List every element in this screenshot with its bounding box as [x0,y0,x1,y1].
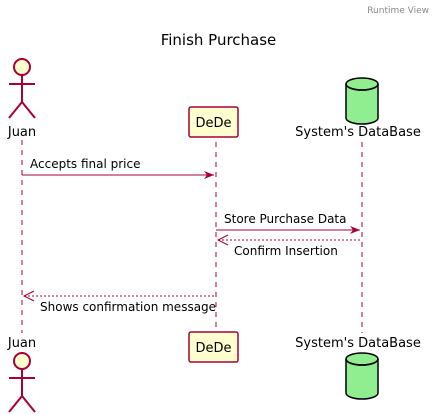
participant-box-dede-top [188,106,239,138]
participant-label-dede-bottom: DeDe [195,341,231,356]
message-label: Store Purchase Data [224,212,347,226]
header-caption: Runtime View [367,6,429,16]
participant-db-bottom: System's DataBase [295,336,421,400]
message-label: Confirm Insertion [234,244,338,258]
message-confirm-insertion: Confirm Insertion [216,234,362,258]
arrowhead-icon [204,171,214,179]
arrowhead-icon [350,226,360,234]
participant-box-dede-bottom [188,331,239,363]
message-shows-confirmation: Shows confirmation message [22,290,216,314]
participant-label-db-top: System's DataBase [295,125,421,140]
open-arrowhead-icon [22,290,35,302]
participant-label-juan-bottom: Juan [7,336,36,351]
actor-juan-bottom: Juan [7,336,36,413]
message-accepts-final-price: Accepts final price [22,157,214,179]
participant-label-juan-top: Juan [7,125,36,140]
participant-label-db-bottom: System's DataBase [295,336,421,351]
participant-dede-top: DeDe [188,106,239,138]
database-cylinder-icon [345,77,379,125]
participant-label-dede-top: DeDe [195,116,231,131]
message-label: Accepts final price [30,157,141,171]
open-arrowhead-icon [216,234,229,246]
database-cylinder-icon [345,352,379,400]
actor-stick-figure-icon [8,352,36,413]
message-label: Shows confirmation message [40,300,216,314]
actor-juan-top: Juan [7,58,36,140]
message-store-purchase-data: Store Purchase Data [216,212,360,234]
participant-dede-bottom: DeDe [188,331,239,363]
diagram-title: Finish Purchase [160,31,277,49]
participant-db-top: System's DataBase [295,77,421,140]
actor-stick-figure-icon [8,58,36,119]
